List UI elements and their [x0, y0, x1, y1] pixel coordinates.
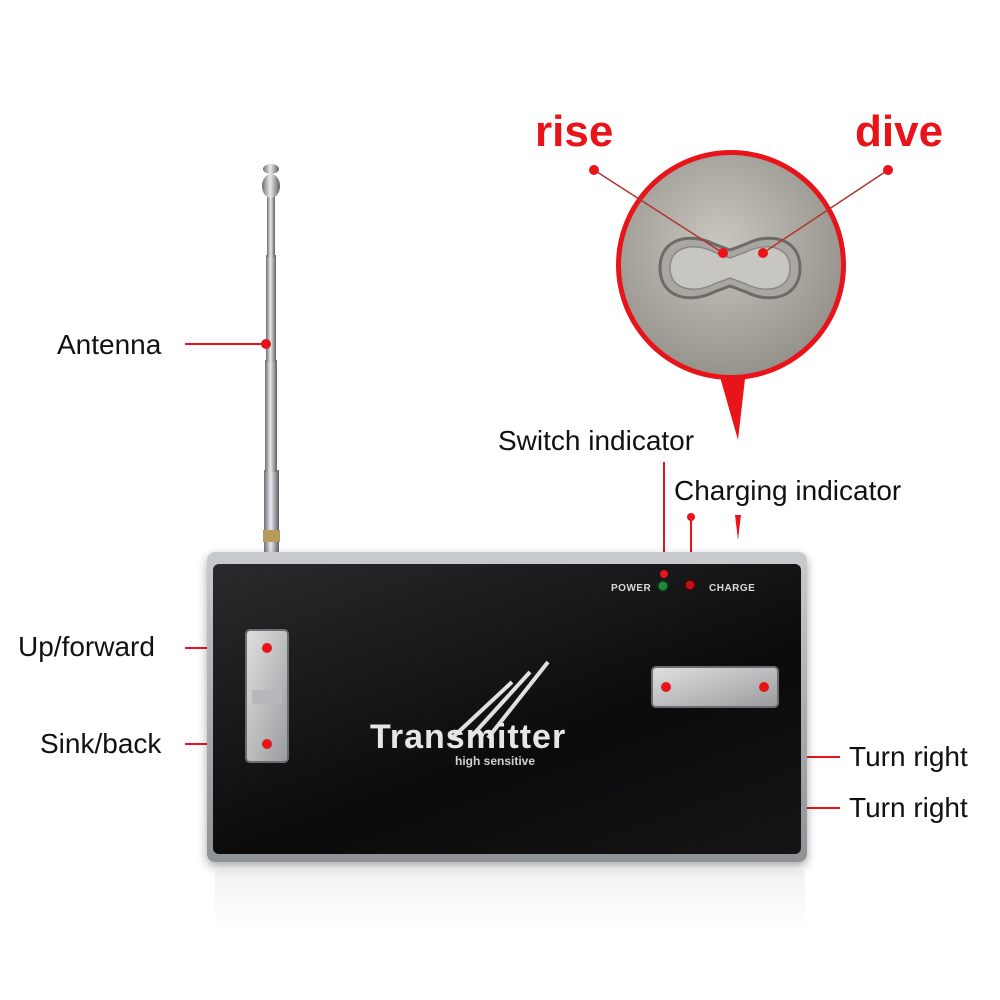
brand-tagline: high sensitive — [455, 754, 536, 768]
logo-stripes-icon — [450, 660, 550, 740]
transmitter-device — [207, 552, 807, 862]
brand-logo-text: Transmitter — [370, 718, 567, 756]
device-reflection — [215, 870, 805, 930]
charge-led — [684, 579, 696, 591]
label-dive: dive — [855, 107, 944, 156]
power-label: POWER — [611, 583, 652, 594]
device-front-panel — [213, 564, 801, 854]
label-antenna: Antenna — [57, 329, 162, 360]
antenna-rod — [262, 164, 280, 552]
zoom-inset — [593, 150, 889, 540]
label-rise: rise — [535, 107, 614, 156]
label-up-forward: Up/forward — [18, 631, 155, 662]
label-charging-indicator: Charging indicator — [674, 475, 902, 506]
label-turn-right-upper: Turn right — [849, 741, 968, 772]
callout-markers — [261, 165, 893, 749]
power-led — [657, 580, 669, 592]
charge-label: CHARGE — [709, 583, 756, 594]
label-turn-right-lower: Turn right — [849, 792, 968, 823]
label-switch-indicator: Switch indicator — [498, 425, 695, 456]
turn-rocker[interactable] — [651, 666, 779, 708]
label-sink-back: Sink/back — [40, 728, 162, 759]
